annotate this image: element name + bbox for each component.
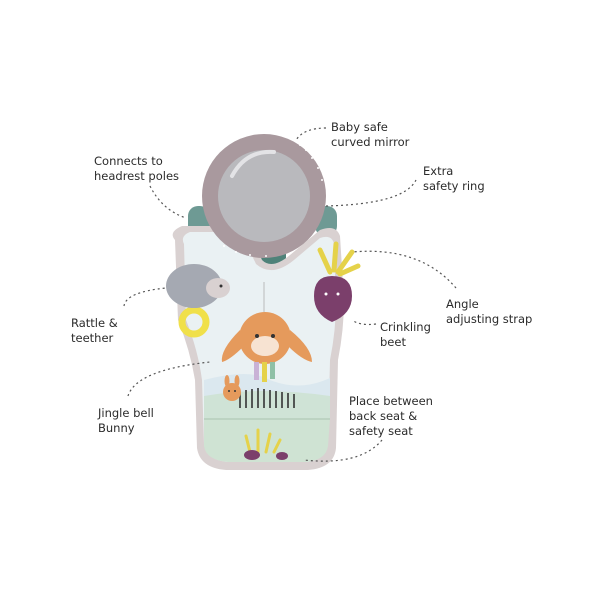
callout-rattle: Rattle &teether [71,316,118,345]
callout-line-beet [351,319,377,326]
ring-dots [223,144,323,257]
mirror-highlight [230,149,276,178]
crinkling-beet [314,241,361,322]
mirror-glass [218,150,310,242]
pocket [204,418,330,462]
hedgehog-face [206,278,230,298]
hedgehog-eye [219,284,223,288]
bunny-muzzle [251,336,279,356]
beet-leaves [317,241,361,277]
callout-line-strap [351,250,457,289]
bunny-left-ear [221,330,244,362]
callout-lines [123,127,457,462]
callout-line-bunny [127,361,211,397]
grass-plant [244,428,288,460]
bunny-ribbon-3 [270,362,275,379]
beet-body [314,276,352,322]
ground-area [204,391,330,420]
teether-ring [178,306,210,338]
callout-line-headrest [149,185,187,219]
rattle-teether [166,264,230,338]
bunny-right-ear [288,330,312,362]
small-bunny [223,375,241,401]
callout-line-rattle [123,287,167,307]
jingle-bell-bunny [221,282,312,382]
callout-line-mirror [295,127,327,141]
hedgehog-body [166,264,222,308]
bunny-ribbon-1 [254,362,259,380]
fence-stripes [239,388,295,408]
callout-line-ring [325,179,417,207]
callout-line-place [303,439,383,462]
bunny-ribbon-2 [262,362,267,382]
mirror [202,134,326,258]
